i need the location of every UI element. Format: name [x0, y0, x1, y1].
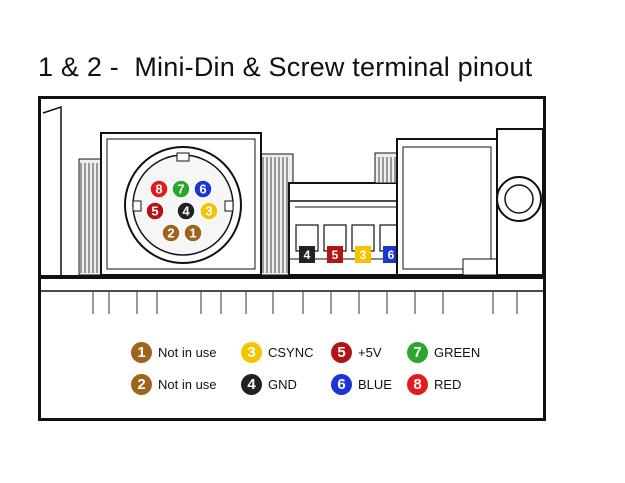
terminal-pin-number: 4 — [304, 248, 311, 262]
legend-item: 3 CSYNC — [241, 341, 314, 363]
legend-item: 5 +5V — [331, 341, 382, 363]
legend-item: 4 GND — [241, 373, 297, 395]
minidin-pin: 4 — [176, 201, 196, 221]
legend-pin-badge: 3 — [241, 341, 262, 363]
minidin-pin-number: 4 — [182, 204, 190, 219]
legend-label: +5V — [358, 344, 382, 360]
legend-pin-badge: 7 — [407, 341, 428, 363]
legend-label: CSYNC — [268, 344, 314, 360]
legend-item: 8 RED — [407, 373, 461, 395]
minidin-pin-number: 7 — [177, 182, 184, 197]
minidin-pin: 2 — [161, 223, 181, 243]
terminal-pin: 4 — [295, 224, 319, 263]
minidin-pin: 6 — [193, 179, 213, 199]
minidin-pin: 8 — [149, 179, 169, 199]
terminal-pin-number: 3 — [360, 248, 367, 262]
minidin-pin: 1 — [183, 223, 203, 243]
legend-item: 7 GREEN — [407, 341, 480, 363]
minidin-pin: 7 — [171, 179, 191, 199]
legend-item: 6 BLUE — [331, 373, 392, 395]
legend-label: GREEN — [434, 344, 481, 360]
terminal-pin-number: 6 — [388, 248, 395, 262]
right-components — [374, 128, 543, 276]
board-leads — [92, 292, 518, 314]
minidin-pin-number: 1 — [189, 226, 196, 241]
minidin-pin-number: 3 — [205, 204, 212, 219]
legend-item: 2 Not in use — [131, 373, 217, 395]
terminal-pin-number: 5 — [332, 248, 339, 262]
legend-label: GND — [268, 376, 297, 392]
minidin-pin-number: 8 — [155, 182, 162, 197]
left-outline — [42, 105, 62, 275]
legend-pin-badge: 5 — [331, 341, 352, 363]
legend-pin-badge: 6 — [331, 373, 352, 395]
legend-pin-badge: 8 — [407, 373, 428, 395]
legend-pin-badge: 4 — [241, 373, 262, 395]
minidin-pin-number: 2 — [167, 226, 174, 241]
minidin-pin-number: 5 — [151, 204, 158, 219]
terminal-pin: 5 — [323, 224, 347, 263]
legend-label: RED — [434, 376, 462, 392]
legend-label: Not in use — [158, 376, 217, 392]
terminal-pin: 3 — [351, 224, 375, 263]
page-title: 1 & 2 - Mini-Din & Screw terminal pinout — [38, 52, 533, 82]
minidin-pin-number: 6 — [199, 182, 206, 197]
legend-label: BLUE — [358, 376, 392, 392]
legend-label: Not in use — [158, 344, 217, 360]
minidin-pin: 3 — [199, 201, 219, 221]
minidin-pin: 5 — [145, 201, 165, 221]
legend-item: 1 Not in use — [131, 341, 217, 363]
pcb-board-edge — [41, 275, 543, 279]
legend-pin-badge: 2 — [131, 373, 152, 395]
legend-pin-badge: 1 — [131, 341, 152, 363]
